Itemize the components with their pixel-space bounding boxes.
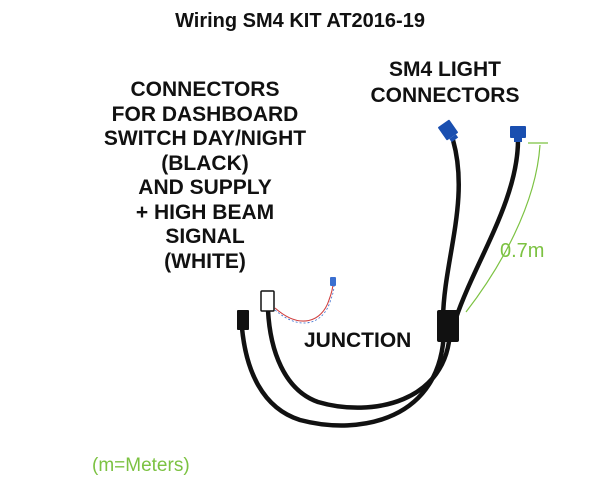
label-line: CONNECTORS <box>370 84 520 107</box>
length-dimension-line <box>465 144 541 313</box>
label-line: + HIGH BEAM <box>135 200 275 224</box>
label-line: SIGNAL <box>165 225 245 248</box>
junction-block <box>437 310 459 342</box>
white-connector <box>260 290 275 312</box>
label-line: FOR DASHBOARD <box>111 102 299 126</box>
label-line: SWITCH DAY/NIGHT <box>103 127 307 150</box>
diagram-title: Wiring SM4 KIT AT2016-19 <box>175 10 425 32</box>
label-line: AND SUPPLY <box>138 176 272 199</box>
small-blue-terminal <box>330 277 336 286</box>
label-line: SM4 LIGHT <box>388 58 501 81</box>
junction-label: JUNCTION <box>304 329 412 352</box>
label-line: CONNECTORS <box>130 78 280 101</box>
dashboard-connectors-label: CONNECTORS FOR DASHBOARD SWITCH DAY/NIGH… <box>60 78 350 274</box>
cable-to-right-light-connector <box>453 137 521 321</box>
label-line: (WHITE) <box>164 249 246 273</box>
thin-signal-wire-blue <box>274 284 335 324</box>
label-line: (BLACK) <box>161 151 249 175</box>
cable-to-white-connector <box>265 307 453 410</box>
sm4-light-connector-left <box>438 119 459 143</box>
sm4-light-connectors-label: SM4 LIGHT CONNECTORS <box>340 57 550 109</box>
cable-to-left-light-connector <box>440 137 461 321</box>
thin-signal-wire <box>274 282 334 322</box>
black-connector <box>237 310 249 330</box>
units-note: (m=Meters) <box>92 455 190 476</box>
cable-length-label: 0.7m <box>500 240 545 262</box>
cable-to-black-connector <box>239 325 447 428</box>
sm4-light-connector-right <box>510 126 526 142</box>
